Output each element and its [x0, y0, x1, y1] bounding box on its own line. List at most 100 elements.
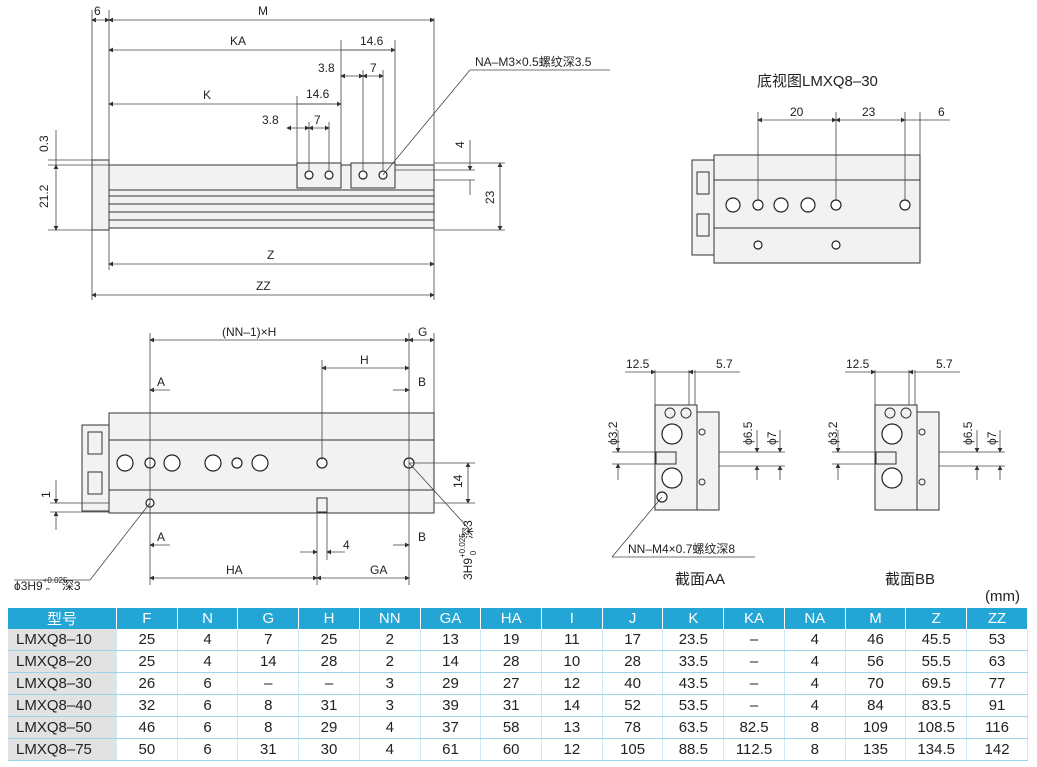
- table-cell: 4: [359, 716, 421, 739]
- table-cell: 27: [480, 672, 543, 695]
- table-header-cell: N: [177, 608, 239, 629]
- table-cell: 4: [177, 650, 239, 673]
- aa-dim-3-2: ϕ3.2: [606, 421, 620, 445]
- dim-GA: GA: [370, 563, 387, 577]
- table-cell: 4: [784, 672, 846, 695]
- table-cell: 60: [480, 738, 543, 761]
- dim-KA: KA: [230, 34, 246, 48]
- table-cell: 108.5: [905, 716, 968, 739]
- table-cell: 84: [845, 694, 907, 717]
- dim-6: 6: [94, 4, 101, 18]
- table-header-cell: ZZ: [966, 608, 1028, 629]
- na-callout: NA–M3×0.5螺纹深3.5: [475, 55, 592, 69]
- table-cell: 6: [177, 738, 239, 761]
- table-cell: 55.5: [905, 650, 968, 673]
- table-cell: 142: [966, 738, 1028, 761]
- table-header-cell: I: [541, 608, 603, 629]
- bb-dim-5-7: 5.7: [936, 357, 953, 371]
- table-cell: 14: [541, 694, 603, 717]
- table-cell: 2: [359, 629, 421, 651]
- dim-21-2: 21.2: [37, 184, 51, 208]
- table-cell: 10: [541, 650, 603, 673]
- bb-dim-3-2: ϕ3.2: [826, 421, 840, 445]
- dim-H: H: [360, 353, 369, 367]
- table-cell: 88.5: [662, 738, 725, 761]
- table-cell: 4: [784, 694, 846, 717]
- dim-14-6-upper: 14.6: [360, 34, 384, 48]
- table-header-cell: J: [602, 608, 664, 629]
- table-header-cell: GA: [420, 608, 482, 629]
- table-cell: 31: [480, 694, 543, 717]
- section-a-upper: A: [157, 375, 165, 389]
- table-cell: 8: [237, 716, 300, 739]
- dim-4-side: 4: [343, 538, 350, 552]
- table-cell: –: [237, 672, 300, 695]
- technical-drawing: 6 M KA 14.6 3.8 7 K 14.6 3.8 7 0.3 21.2 …: [14, 4, 1005, 590]
- table-cell: 63: [966, 650, 1028, 673]
- bottom-view-title: 底视图LMXQ8–30: [757, 73, 878, 90]
- table-cell: 91: [966, 694, 1028, 717]
- aa-dim-5-7: 5.7: [716, 357, 733, 371]
- table-cell: 46: [845, 629, 907, 651]
- dim-7-upper: 7: [370, 61, 377, 75]
- table-cell: 23.5: [662, 629, 725, 651]
- table-cell: 58: [480, 716, 543, 739]
- table-cell: 63.5: [662, 716, 725, 739]
- table-cell: 3: [359, 672, 421, 695]
- table-cell: 105: [602, 738, 664, 761]
- section-a-lower: A: [157, 530, 165, 544]
- table-cell: 13: [420, 629, 482, 651]
- table-cell: 4: [177, 629, 239, 651]
- dim-4: 4: [453, 141, 467, 148]
- table-header-cell: G: [237, 608, 300, 629]
- dim-0-3: 0.3: [37, 135, 51, 152]
- table-cell: 26: [116, 672, 178, 695]
- bottom-dim-20: 20: [790, 105, 804, 119]
- dim-3-8-upper: 3.8: [318, 61, 335, 75]
- table-header-cell: Z: [905, 608, 968, 629]
- section-aa-title: 截面AA: [675, 571, 726, 588]
- section-bb-title: 截面BB: [885, 571, 936, 588]
- table-cell: –: [723, 650, 785, 673]
- table-cell: 8: [784, 716, 846, 739]
- table-cell: 69.5: [905, 672, 968, 695]
- table-cell: 37: [420, 716, 482, 739]
- bb-dim-7: ϕ7: [985, 431, 999, 445]
- table-cell: 45.5: [905, 629, 968, 651]
- dim-7-lower: 7: [314, 113, 321, 127]
- table-cell: 19: [480, 629, 543, 651]
- table-cell: 39: [420, 694, 482, 717]
- table-cell: 78: [602, 716, 664, 739]
- table-cell: 77: [966, 672, 1028, 695]
- table-header-cell: F: [116, 608, 178, 629]
- table-cell: 14: [420, 650, 482, 673]
- dim-14-6-lower: 14.6: [306, 87, 330, 101]
- table-cell: –: [723, 672, 785, 695]
- model-cell: LMXQ8–30: [8, 672, 117, 695]
- aa-dim-12-5: 12.5: [626, 357, 650, 371]
- table-cell: 12: [541, 672, 603, 695]
- table-cell: 116: [966, 716, 1028, 739]
- table-cell: 46: [116, 716, 178, 739]
- model-cell: LMXQ8–50: [8, 716, 117, 739]
- table-cell: 40: [602, 672, 664, 695]
- dim-K: K: [203, 88, 211, 102]
- table-cell: 6: [177, 694, 239, 717]
- table-header-cell: K: [662, 608, 725, 629]
- bb-dim-6-5: ϕ6.5: [961, 421, 975, 445]
- nn-callout: NN–M4×0.7螺纹深8: [628, 542, 735, 556]
- table-header-cell: 型号: [8, 608, 117, 629]
- table-cell: 82.5: [723, 716, 785, 739]
- table-cell: 14: [237, 650, 300, 673]
- table-header-cell: NN: [359, 608, 421, 629]
- table-cell: 13: [541, 716, 603, 739]
- table-cell: 17: [602, 629, 664, 651]
- table-cell: 31: [298, 694, 360, 717]
- table-cell: 53.5: [662, 694, 725, 717]
